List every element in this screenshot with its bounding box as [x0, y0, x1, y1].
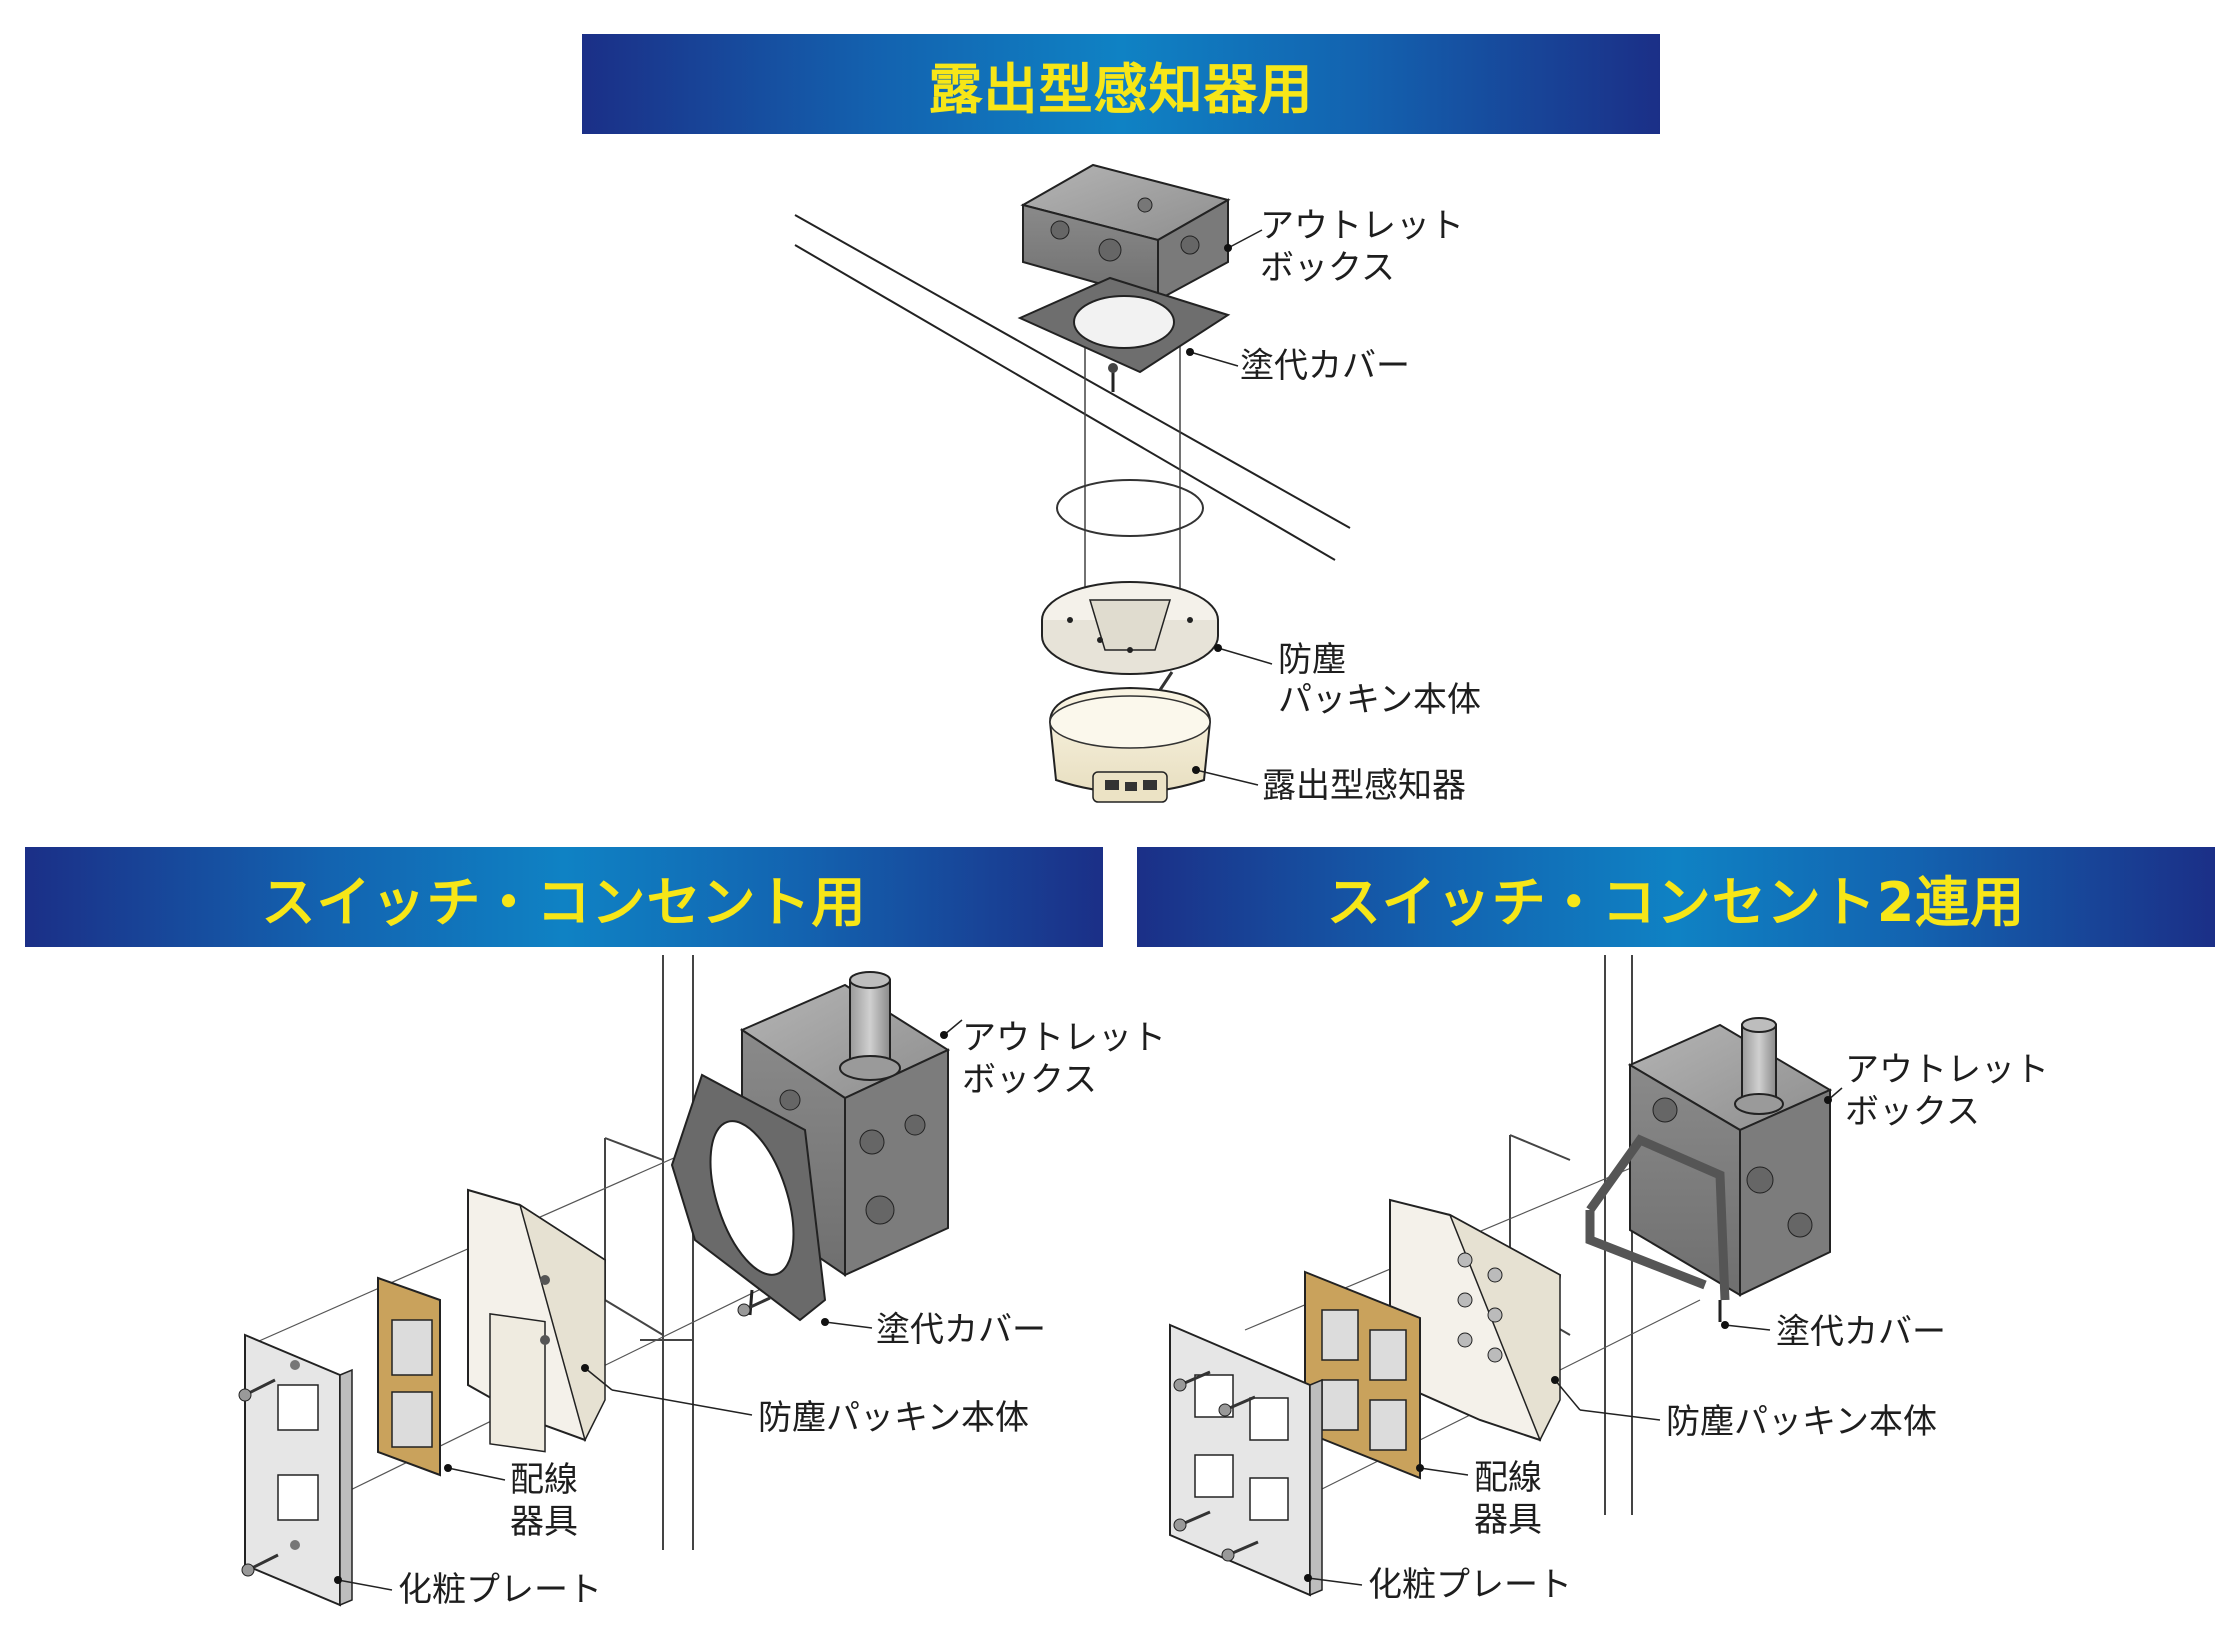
label-outlet-box: アウトレット: [1845, 1050, 2049, 1090]
label-packing: 防塵: [1278, 640, 1346, 680]
label-text: パッキン本体: [1278, 680, 1481, 720]
label-text: ボックス: [1845, 1092, 1980, 1132]
label-wiring-device: 器具: [510, 1502, 578, 1542]
section-title-switch-outlet: スイッチ・コンセント用: [25, 847, 1103, 947]
label-wiring-device: 配線: [510, 1460, 578, 1500]
left-diagram: [238, 955, 963, 1607]
label-detector: 露出型感知器: [1262, 766, 1466, 806]
label-text: 器具: [1474, 1500, 1542, 1540]
label-text: 化粧プレート: [1368, 1565, 1572, 1605]
label-text: 防塵パッキン本体: [1666, 1402, 1937, 1442]
label-text: 器具: [510, 1502, 578, 1542]
label-outlet-box: ボックス: [962, 1060, 1097, 1100]
packing-body-right: [1389, 1198, 1562, 1442]
screw-icon: [238, 1296, 771, 1577]
label-outlet-box: ボックス: [1845, 1092, 1980, 1132]
label-text: 防塵パッキン本体: [758, 1398, 1029, 1438]
label-text: ボックス: [1260, 248, 1395, 288]
label-text: 露出型感知器: [1262, 766, 1466, 806]
label-text: 配線: [1474, 1458, 1542, 1498]
packing-ring: [1056, 479, 1204, 537]
packing-body-top: [1041, 581, 1219, 675]
label-outlet-box: ボックス: [1260, 248, 1395, 288]
label-text: アウトレット: [1845, 1050, 2049, 1090]
label-text: 塗代カバー: [1776, 1312, 1946, 1352]
wiring-device-left: [377, 1276, 441, 1477]
screw-icon: [1173, 1370, 1259, 1562]
section-title-text: スイッチ・コンセント用: [261, 870, 867, 934]
label-text: 化粧プレート: [398, 1570, 602, 1610]
label-cover: 塗代カバー: [1240, 346, 1410, 386]
packing-body-left: [467, 1188, 607, 1453]
cover-plate-top: [1017, 276, 1231, 392]
decor-plate-left: [244, 1333, 353, 1607]
label-packing: 防塵パッキン本体: [758, 1398, 1029, 1438]
cover-plate-right: [1585, 1134, 1730, 1322]
label-cover: 塗代カバー: [1776, 1312, 1946, 1352]
label-text: 塗代カバー: [1240, 346, 1410, 386]
label-text: アウトレット: [1260, 206, 1464, 246]
label-packing: 防塵パッキン本体: [1666, 1402, 1937, 1442]
section-title-text: スイッチ・コンセント2連用: [1326, 870, 2026, 934]
label-outlet-box: アウトレット: [1260, 206, 1464, 246]
label-plate: 化粧プレート: [1368, 1565, 1572, 1605]
outlet-box-right: [1627, 1017, 1833, 1297]
decor-plate-right: [1169, 1323, 1323, 1597]
section-title-text: 露出型感知器用: [928, 57, 1314, 121]
wiring-device-right: [1304, 1270, 1421, 1480]
label-packing: パッキン本体: [1278, 680, 1481, 720]
top-diagram: [794, 163, 1351, 803]
cover-plate-left: [670, 1073, 827, 1322]
section-title-exposed-detector: 露出型感知器用: [582, 34, 1660, 134]
exposed-detector: [1048, 671, 1212, 803]
label-plate: 化粧プレート: [398, 1570, 602, 1610]
label-outlet-box: アウトレット: [962, 1018, 1166, 1058]
right-diagram: [1169, 955, 1843, 1597]
outlet-box-top: [1020, 163, 1231, 302]
label-wiring-device: 配線: [1474, 1458, 1542, 1498]
label-text: 塗代カバー: [876, 1310, 1046, 1350]
label-text: 防塵: [1278, 640, 1346, 680]
label-text: ボックス: [962, 1060, 1097, 1100]
label-cover: 塗代カバー: [876, 1310, 1046, 1350]
section-title-switch-outlet-double: スイッチ・コンセント2連用: [1137, 847, 2215, 947]
label-wiring-device: 器具: [1474, 1500, 1542, 1540]
label-text: アウトレット: [962, 1018, 1166, 1058]
label-text: 配線: [510, 1460, 578, 1500]
